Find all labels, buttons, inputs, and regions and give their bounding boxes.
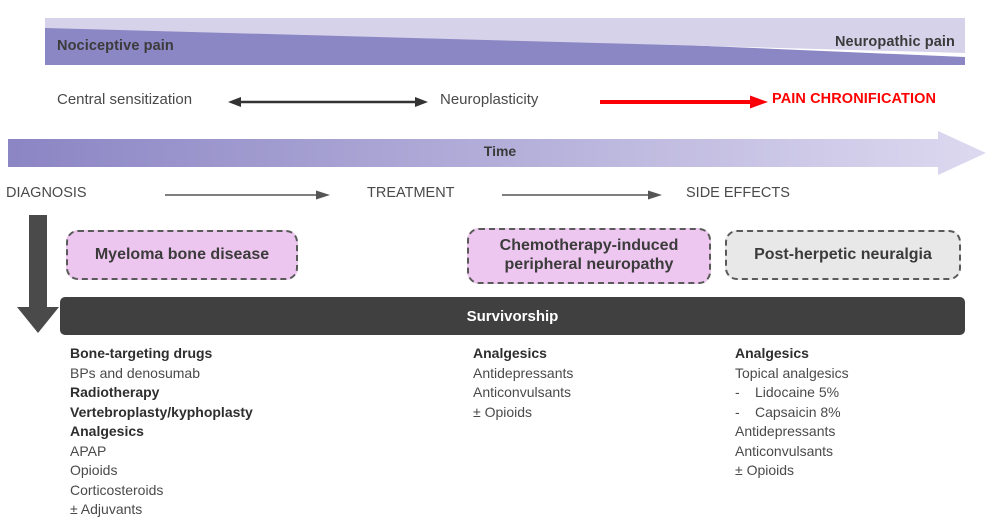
treatment-line: APAP [70, 442, 107, 459]
condition-label-cipn-line1: Chemotherapy-induced [499, 237, 679, 255]
treatment-line: -Lidocaine 5% [735, 383, 990, 403]
treatment-line: Antidepressants [473, 364, 574, 381]
treatment-line: ± Opioids [735, 462, 795, 478]
bullet-dash-icon: - [735, 403, 740, 420]
treatment-line: Analgesics [735, 345, 809, 361]
treatment-line: Opioids [70, 462, 118, 478]
condition-label-cipn: Chemotherapy-induced peripheral neuropat… [500, 237, 679, 275]
condition-box-chemotherapy-induced-peripheral-neuropathy[interactable]: Chemotherapy-induced peripheral neuropat… [467, 228, 711, 284]
treatment-line: Antidepressants [735, 423, 836, 439]
treatment-line: Analgesics [473, 345, 547, 361]
pain-spectrum-banner: Nociceptive pain Neuropathic pain [45, 18, 965, 78]
stage-arrow-2-icon [502, 190, 662, 200]
treatment-line: ± Opioids [473, 403, 533, 420]
survivorship-bar[interactable]: Survivorship [60, 297, 965, 335]
condition-label-myeloma: Myeloma bone disease [94, 245, 270, 263]
neuroplasticity-label: Neuroplasticity [440, 91, 539, 108]
central-sensitization-label: Central sensitization [57, 91, 193, 108]
bidirectional-arrow-icon [228, 97, 428, 107]
stage-treatment-label: TREATMENT [367, 185, 455, 201]
pain-chronification-label: PAIN CHRONIFICATION [772, 91, 937, 107]
care-stage-row: DIAGNOSIS TREATMENT SIDE EFFECTS [0, 182, 1000, 210]
condition-box-myeloma-bone-disease[interactable]: Myeloma bone disease [66, 230, 298, 280]
treatment-line: Analgesics [70, 423, 144, 439]
neuropathic-pain-label: Neuropathic pain [834, 34, 955, 50]
condition-box-post-herpetic-neuralgia[interactable]: Post-herpetic neuralgia [725, 230, 961, 280]
pain-spectrum-wedges [45, 18, 965, 65]
treatment-line: -Capsaicin 8% [735, 403, 990, 423]
stage-diagnosis-label: DIAGNOSIS [6, 185, 87, 201]
down-arrow-icon [17, 215, 59, 333]
bullet-dash-icon: - [735, 384, 740, 400]
stage-side-effects-label: SIDE EFFECTS [686, 185, 790, 201]
treatment-line: Radiotherapy [70, 384, 160, 400]
condition-label-cipn-line2: peripheral neuropathy [504, 256, 674, 273]
treatment-line: Topical analgesics [735, 364, 849, 381]
time-axis-arrow [8, 131, 986, 175]
condition-label-phn: Post-herpetic neuralgia [754, 245, 932, 263]
treatment-line: Bone-targeting drugs [70, 345, 213, 361]
treatment-line: Anticonvulsants [735, 442, 834, 459]
nociceptive-pain-label: Nociceptive pain [57, 38, 174, 54]
treatment-line: Corticosteroids [70, 481, 164, 498]
mechanism-row: Central sensitization Neuroplasticity PA… [0, 85, 1000, 119]
red-right-arrow-icon [600, 95, 768, 109]
stage-arrow-1-icon [165, 190, 330, 200]
neuropathic-wedge [45, 18, 965, 53]
treatment-line: Anticonvulsants [473, 384, 572, 400]
treatment-line-text: Capsaicin 8% [755, 403, 841, 420]
survivorship-label: Survivorship [466, 307, 559, 325]
treatment-line: BPs and denosumab [70, 364, 200, 381]
treatment-line-text: Lidocaine 5% [755, 384, 840, 400]
treatment-line: ± Adjuvants [70, 501, 143, 517]
treatment-line: Vertebroplasty/kyphoplasty [70, 403, 253, 420]
